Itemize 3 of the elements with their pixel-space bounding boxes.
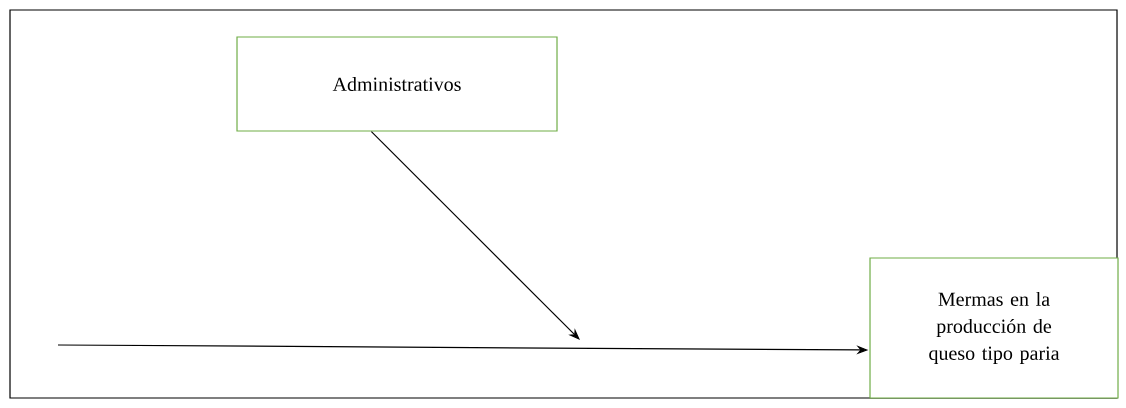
arrow: [370, 131, 580, 340]
text-box: Administrativos: [236, 36, 558, 132]
text-box: Mermas en la producción de queso tipo paria: [869, 257, 1119, 399]
